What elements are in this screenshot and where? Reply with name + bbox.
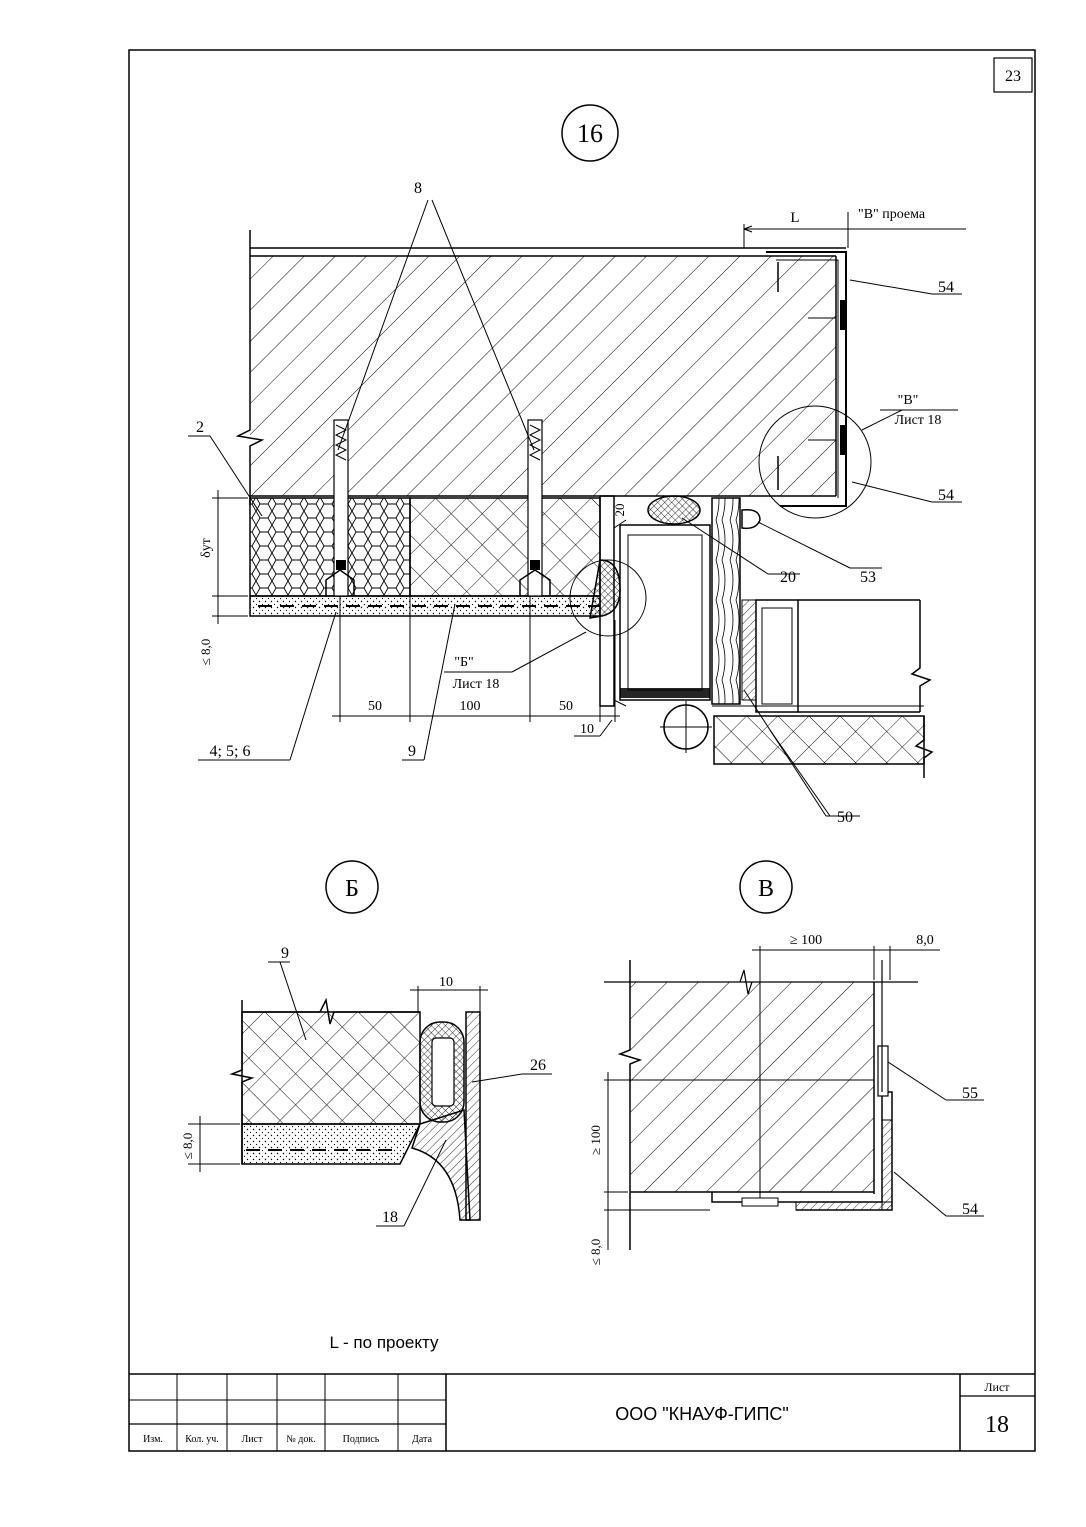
callout-456: 4; 5; 6 <box>210 743 251 760</box>
sheet-frame <box>128 49 1036 1452</box>
detail-b-callout-18: 18 <box>382 1209 398 1226</box>
callout-54-bottom: 54 <box>938 487 954 504</box>
detail-b-dim-render: ≤ 8,0 <box>180 1133 195 1160</box>
dimension-L <box>743 212 966 248</box>
tb-header-kol: Кол. уч. <box>185 1434 219 1445</box>
leader-8-right <box>431 199 535 451</box>
leader-20 <box>681 517 769 575</box>
dim-thickness: δут <box>199 538 214 558</box>
dowel-left <box>325 419 355 597</box>
ref-B-top: "Б" <box>454 655 473 670</box>
insulation-strip <box>249 497 601 617</box>
detail-b-callout-9: 9 <box>281 945 289 962</box>
detail-b-seal-26 <box>411 1011 481 1221</box>
leader-456 <box>289 611 337 761</box>
detail-v-callout-54: 54 <box>962 1201 978 1218</box>
detail-b-marker: Б <box>345 876 359 902</box>
detail-v-wall <box>604 946 918 1250</box>
detail-b-leader-26 <box>471 1073 523 1083</box>
sheet-number-top: 23 <box>1005 68 1021 85</box>
callout-53: 53 <box>860 569 876 586</box>
detail-b-callout-26: 26 <box>530 1057 546 1074</box>
leader-50-a <box>743 689 827 817</box>
detail-v-dim-100-side: ≥ 100 <box>588 1125 603 1155</box>
tb-header-list: Лист <box>242 1434 264 1445</box>
leader-54-top <box>849 279 933 295</box>
tb-sheet-label: Лист <box>984 1380 1010 1394</box>
leader-2 <box>209 435 263 517</box>
title-block <box>129 1373 1035 1451</box>
corner-profile-54 <box>766 251 847 507</box>
detail-b-dim-10: 10 <box>439 975 453 990</box>
detail-v-leader-55 <box>887 1061 947 1101</box>
tb-header-sign: Подпись <box>343 1434 380 1445</box>
tb-company: ООО "КНАУФ-ГИПС" <box>615 1404 789 1424</box>
main-detail-marker-circle <box>561 104 619 162</box>
ref-B-bottom: Лист 18 <box>453 677 500 692</box>
leader-8-left <box>337 199 429 451</box>
seal-20 <box>647 495 701 525</box>
tb-header-izm: Изм. <box>143 1434 163 1445</box>
detail-v-dim-8-top: 8,0 <box>916 933 934 948</box>
dim-50-left: 50 <box>368 699 382 714</box>
tb-sheet-number: 18 <box>985 1412 1009 1438</box>
callout-2: 2 <box>196 419 204 436</box>
ref-V-top: "В" <box>898 393 919 408</box>
callout-9-main: 9 <box>408 743 416 760</box>
bead-53 <box>741 508 761 530</box>
ref-V-bottom: Лист 18 <box>895 413 942 428</box>
dim-20-main: 20 <box>612 504 627 517</box>
tb-header-date: Дата <box>412 1434 432 1445</box>
opening-label: "В" проема <box>858 207 926 222</box>
dim-10-main: 10 <box>580 722 594 737</box>
tb-header-doc: № док. <box>286 1434 316 1445</box>
wood-lining <box>711 497 741 705</box>
dim-100: 100 <box>460 699 481 714</box>
callout-8: 8 <box>414 180 422 197</box>
leader-9-main <box>423 603 456 761</box>
dim-50-right: 50 <box>559 699 573 714</box>
ref-circle-B <box>569 559 647 637</box>
leader-50-b <box>769 729 831 817</box>
detail-b-leader-18 <box>403 1139 447 1227</box>
detail-v-marker-circle <box>739 860 793 914</box>
sill-panel <box>712 705 934 778</box>
note-L: L - по проекту <box>330 1333 439 1352</box>
detail-b-leader-9 <box>279 961 307 1041</box>
ref-circle-V <box>758 405 872 519</box>
detail-v-dim-100-top: ≥ 100 <box>790 933 822 948</box>
detail-b-marker-circle <box>325 860 379 914</box>
left-dimensions <box>212 490 248 624</box>
detail-v-dim-render: ≤ 8,0 <box>588 1239 603 1266</box>
sheet-number-box <box>993 57 1033 93</box>
callout-54-top: 54 <box>938 279 954 296</box>
seal-26-main <box>589 559 621 619</box>
dimension-L-label: L <box>790 210 799 226</box>
detail-v-leader-54 <box>893 1171 947 1217</box>
dim-render-main: ≤ 8,0 <box>198 639 213 666</box>
detail-v-callout-55: 55 <box>962 1085 978 1102</box>
callout-20: 20 <box>780 569 796 586</box>
detail-v-marker: В <box>758 876 774 902</box>
detail-b-insulation <box>229 997 422 1165</box>
dowel-right <box>519 419 551 597</box>
main-detail-marker: 16 <box>577 119 603 148</box>
leader-54-bottom <box>851 481 933 503</box>
callout-50: 50 <box>837 809 853 826</box>
glazing-unit <box>755 599 932 713</box>
detail-v-profile-54 <box>711 960 893 1211</box>
